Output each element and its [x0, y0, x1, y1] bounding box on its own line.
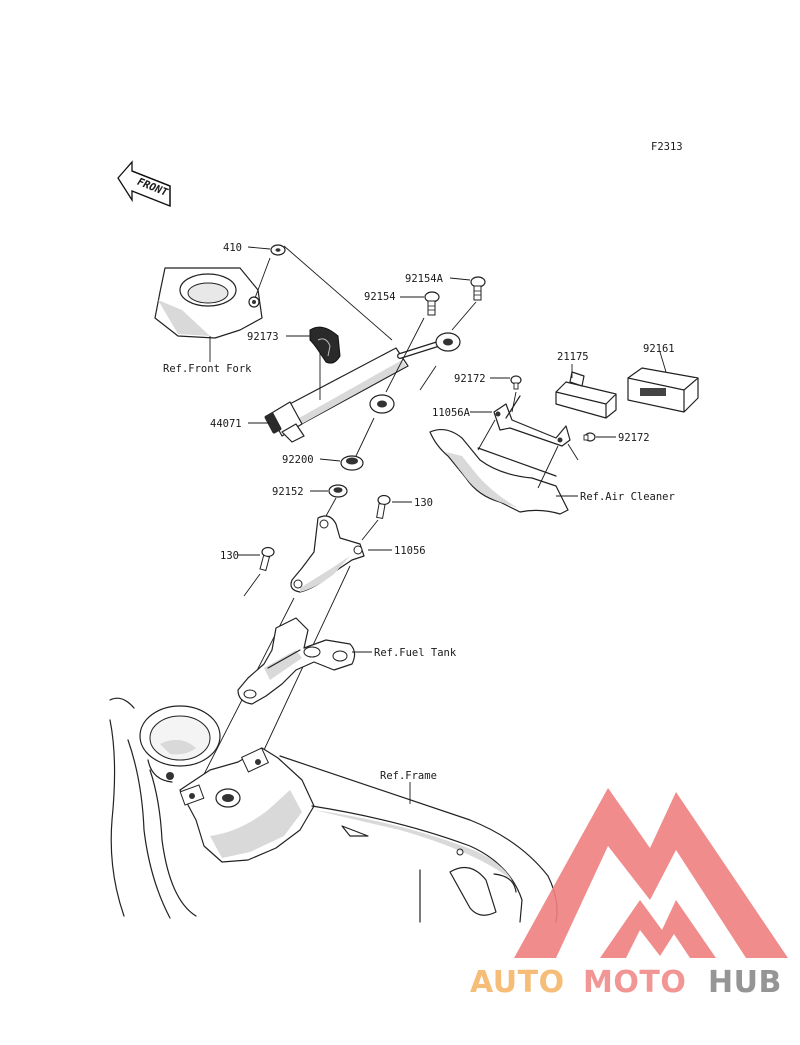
figure-code: F2313 — [651, 141, 683, 153]
bolt-92154A — [470, 276, 486, 301]
logo-word-hub: HUB — [708, 965, 782, 1000]
screw-92172-right — [583, 432, 596, 442]
washer-410 — [270, 244, 286, 256]
screw-92172-top — [510, 375, 522, 390]
bolt-130-left — [259, 546, 275, 572]
part-label-410: 410 — [223, 242, 242, 254]
ref-label-front-fork: Ref.Front Fork — [163, 363, 252, 375]
air-cleaner-cover — [429, 428, 569, 515]
part-label-92172-right: 92172 — [618, 432, 650, 444]
ref-label-frame: Ref.Frame — [380, 770, 437, 782]
part-label-92152: 92152 — [272, 486, 304, 498]
part-label-11056: 11056 — [394, 545, 426, 557]
part-label-130-left: 130 — [220, 550, 239, 562]
ref-label-air-cleaner: Ref.Air Cleaner — [580, 491, 675, 503]
part-label-11056A: 11056A — [432, 407, 471, 419]
automotohub-logo: AUTO MOTO HUB — [470, 788, 788, 1000]
part-label-130-right: 130 — [414, 497, 433, 509]
part-label-92154: 92154 — [364, 291, 396, 303]
front-arrow-icon: FRONT — [117, 160, 171, 207]
clip-92173 — [309, 326, 341, 364]
module-21175 — [555, 371, 617, 419]
part-label-92173: 92173 — [247, 331, 279, 343]
logo-word-auto: AUTO — [470, 965, 565, 1000]
front-fork-clamp — [154, 267, 263, 339]
logo-word-moto: MOTO — [583, 965, 686, 1000]
collar-92200 — [340, 455, 364, 471]
motorcycle-frame — [109, 697, 558, 923]
fuel-tank-bracket — [237, 617, 356, 705]
part-label-92154A: 92154A — [405, 273, 444, 285]
part-label-21175: 21175 — [557, 351, 589, 363]
bracket-11056 — [290, 515, 365, 593]
part-label-44071: 44071 — [210, 418, 242, 430]
part-label-92172-top: 92172 — [454, 373, 486, 385]
collar-92152 — [328, 484, 348, 498]
module-92161 — [627, 367, 699, 413]
bolt-92154 — [424, 291, 440, 316]
part-label-92200: 92200 — [282, 454, 314, 466]
part-label-92161: 92161 — [643, 343, 675, 355]
ref-label-fuel-tank: Ref.Fuel Tank — [374, 647, 457, 659]
steering-damper-44071 — [264, 332, 461, 443]
bolt-130-right — [376, 494, 391, 519]
